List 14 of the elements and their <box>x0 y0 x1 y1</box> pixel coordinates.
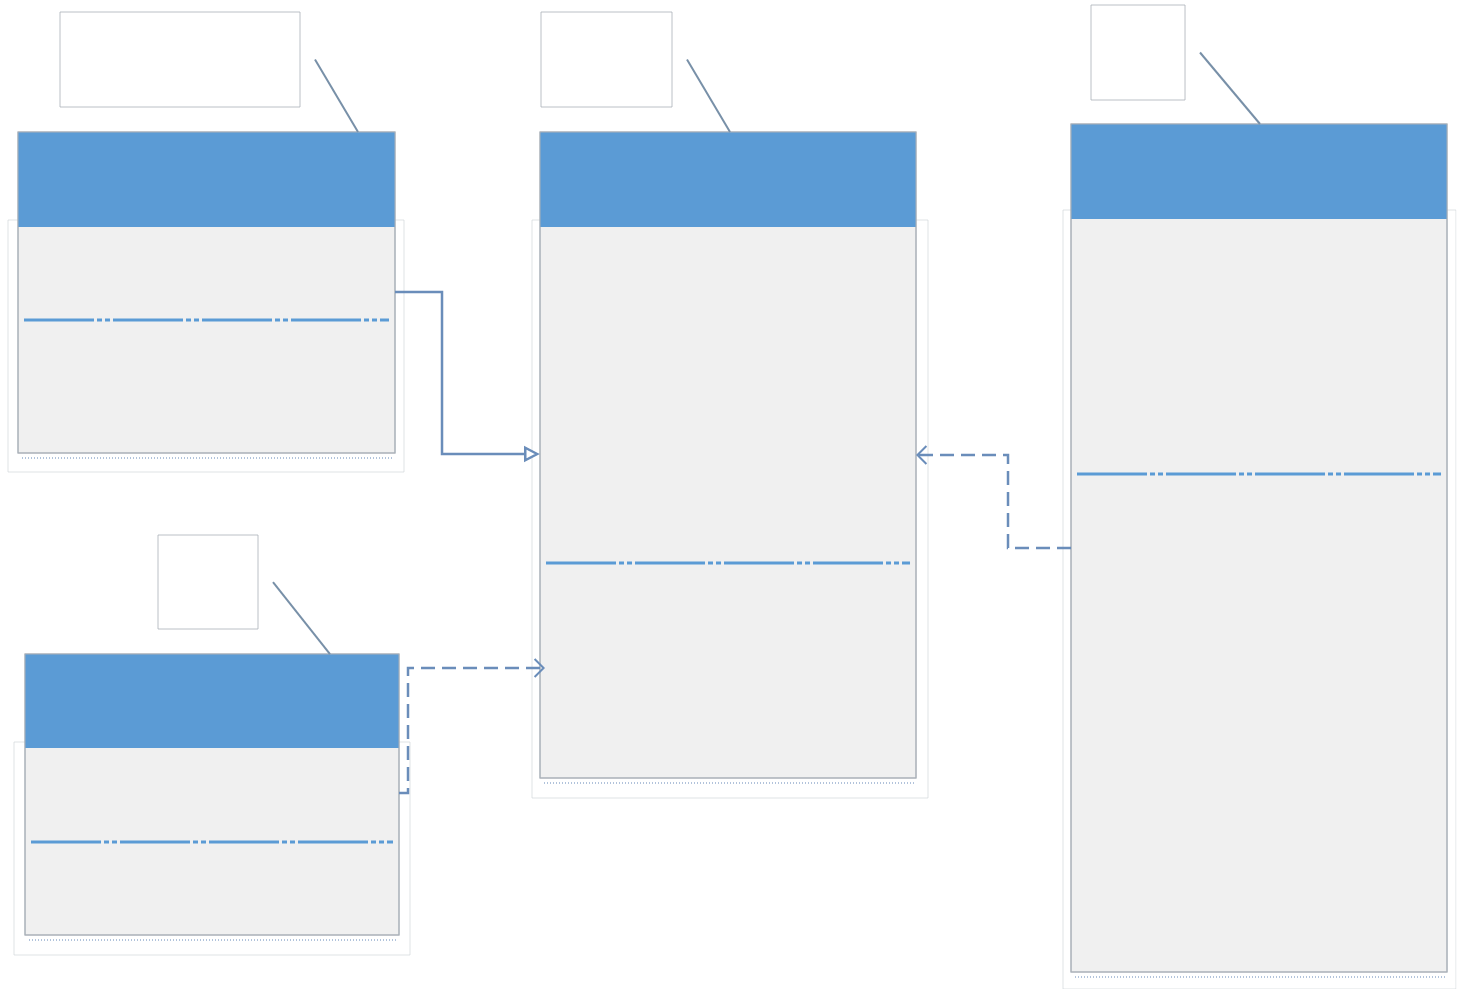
class-box <box>7 131 405 473</box>
class-box <box>1062 123 1457 989</box>
arrow <box>399 658 545 795</box>
class-box <box>13 653 411 956</box>
leader-line <box>314 58 359 133</box>
note-box <box>540 11 673 108</box>
note-box <box>59 11 301 108</box>
note-box <box>157 534 259 630</box>
arrow <box>916 445 1071 550</box>
leader-line <box>686 58 731 133</box>
note-box <box>1090 4 1186 101</box>
leader-line <box>1199 51 1261 125</box>
leader-line <box>272 581 331 655</box>
class-box <box>531 131 929 799</box>
